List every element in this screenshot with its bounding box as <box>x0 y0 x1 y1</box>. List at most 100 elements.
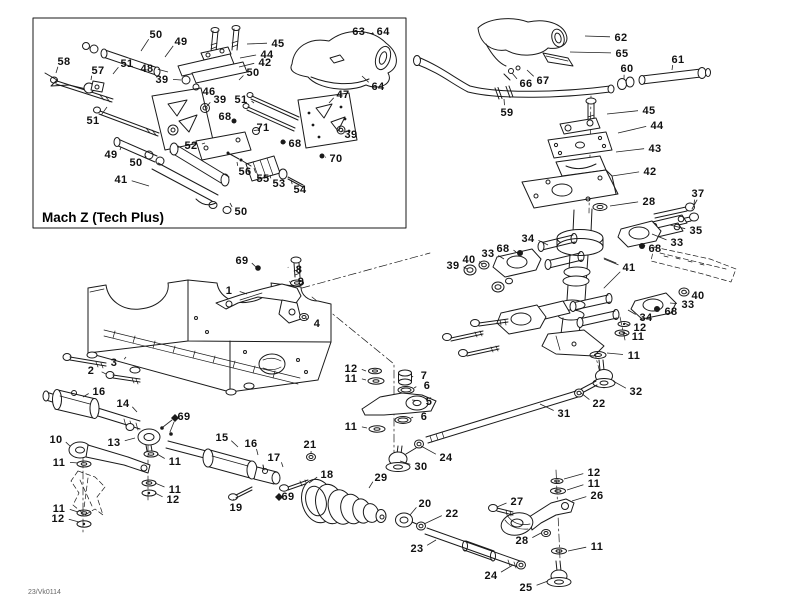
part-callout-33: 33 <box>481 248 494 260</box>
part-callout-53: 53 <box>272 178 285 190</box>
leader-line <box>537 581 548 585</box>
part-callout-68: 68 <box>496 243 509 255</box>
part-callout-58: 58 <box>57 56 70 68</box>
clamp-upper-left-drawing <box>464 234 584 293</box>
part-callout-45: 45 <box>271 38 284 50</box>
part-callout-13: 13 <box>107 437 120 449</box>
part-callout-41: 41 <box>114 174 127 186</box>
leader-line <box>527 70 534 76</box>
leader-line <box>670 225 685 229</box>
part-callout-68: 68 <box>288 138 301 150</box>
leader-line <box>157 454 165 459</box>
part-callout-12: 12 <box>166 494 179 506</box>
leader-line <box>618 126 646 133</box>
part-callout-4: 4 <box>314 318 321 330</box>
part-callout-46: 46 <box>202 86 215 98</box>
leader-line <box>237 162 238 166</box>
leader-line <box>585 36 610 37</box>
inset-rod-lower <box>114 138 164 166</box>
leader-line <box>564 474 583 479</box>
handlebar-drawing <box>414 56 711 100</box>
part-callout-24: 24 <box>484 570 498 582</box>
part-callout-34: 34 <box>639 312 653 324</box>
leader-line <box>424 516 442 524</box>
part-callout-60: 60 <box>620 63 633 75</box>
part-callout-11: 11 <box>169 484 181 496</box>
leader-line <box>622 332 627 334</box>
part-callout-30: 30 <box>414 461 427 473</box>
leader-line <box>479 262 482 265</box>
leader-line <box>514 250 517 252</box>
rack-left-drawing <box>43 390 160 528</box>
main-diagram-art <box>43 19 736 587</box>
part-callout-11: 11 <box>628 350 640 362</box>
leader-line <box>70 509 78 512</box>
part-callout-21: 21 <box>303 439 316 451</box>
leader-line <box>411 417 413 418</box>
part-callout-10: 10 <box>49 434 62 446</box>
clamp-lower-right-drawing <box>570 247 736 336</box>
leader-line <box>604 259 619 265</box>
inset-box-border <box>33 18 406 228</box>
part-callout-69: 69 <box>281 491 294 503</box>
part-callout-44: 44 <box>260 49 274 61</box>
rack-center-drawing <box>160 414 315 501</box>
leader-line <box>645 245 646 246</box>
document-code: 23/Vk0114 <box>28 589 61 596</box>
leader-line <box>230 203 232 207</box>
part-callout-12: 12 <box>587 467 600 479</box>
leader-line <box>281 462 283 467</box>
leader-line <box>464 267 467 269</box>
leader-line <box>421 446 436 454</box>
part-callout-15: 15 <box>215 432 228 444</box>
part-callout-11: 11 <box>169 456 181 468</box>
steering-arm-26-drawing <box>489 479 575 555</box>
leader-line <box>410 507 416 515</box>
inset-bolts-45 <box>211 26 240 53</box>
leader-line <box>291 180 292 184</box>
leader-line <box>607 111 638 114</box>
boot-29-drawing <box>297 476 386 528</box>
leader-line <box>497 503 507 507</box>
leader-line <box>694 200 695 205</box>
part-callout-42: 42 <box>258 57 271 69</box>
leader-line <box>158 69 168 72</box>
part-callout-51: 51 <box>120 58 133 70</box>
leader-line <box>362 76 369 82</box>
part-callout-35: 35 <box>689 225 702 237</box>
part-callout-22: 22 <box>445 508 458 520</box>
rack-right-drawing <box>396 513 572 587</box>
leader-line <box>362 379 366 380</box>
leader-line <box>125 438 135 441</box>
part-callout-51: 51 <box>86 115 99 127</box>
part-callout-23: 23 <box>410 543 423 555</box>
leader-line <box>567 485 583 490</box>
part-callout-20: 20 <box>418 498 431 510</box>
part-callout-12: 12 <box>633 322 646 334</box>
leader-line <box>532 533 541 538</box>
part-callout-28: 28 <box>515 535 528 547</box>
leader-line <box>414 387 416 388</box>
leader-line <box>254 168 256 173</box>
part-callout-39: 39 <box>213 94 226 106</box>
leader-line <box>369 482 373 488</box>
leader-line <box>628 310 636 315</box>
part-callout-41: 41 <box>622 262 635 274</box>
part-callout-5: 5 <box>426 396 433 408</box>
part-callout-68: 68 <box>218 111 231 123</box>
clamp-lower-left-drawing <box>443 301 571 357</box>
part-callout-28: 28 <box>642 196 655 208</box>
part-callout-50: 50 <box>246 67 259 79</box>
leader-line <box>254 130 258 131</box>
leader-line <box>686 292 687 293</box>
part-callout-52: 52 <box>184 140 197 152</box>
leader-line <box>568 547 586 551</box>
leader-line <box>610 202 638 206</box>
leader-line <box>362 369 366 371</box>
part-callout-56: 56 <box>238 166 251 178</box>
leader-line <box>232 120 235 121</box>
part-callout-39: 39 <box>446 260 459 272</box>
inset-caption: Mach Z (Tech Plus) <box>42 210 164 225</box>
